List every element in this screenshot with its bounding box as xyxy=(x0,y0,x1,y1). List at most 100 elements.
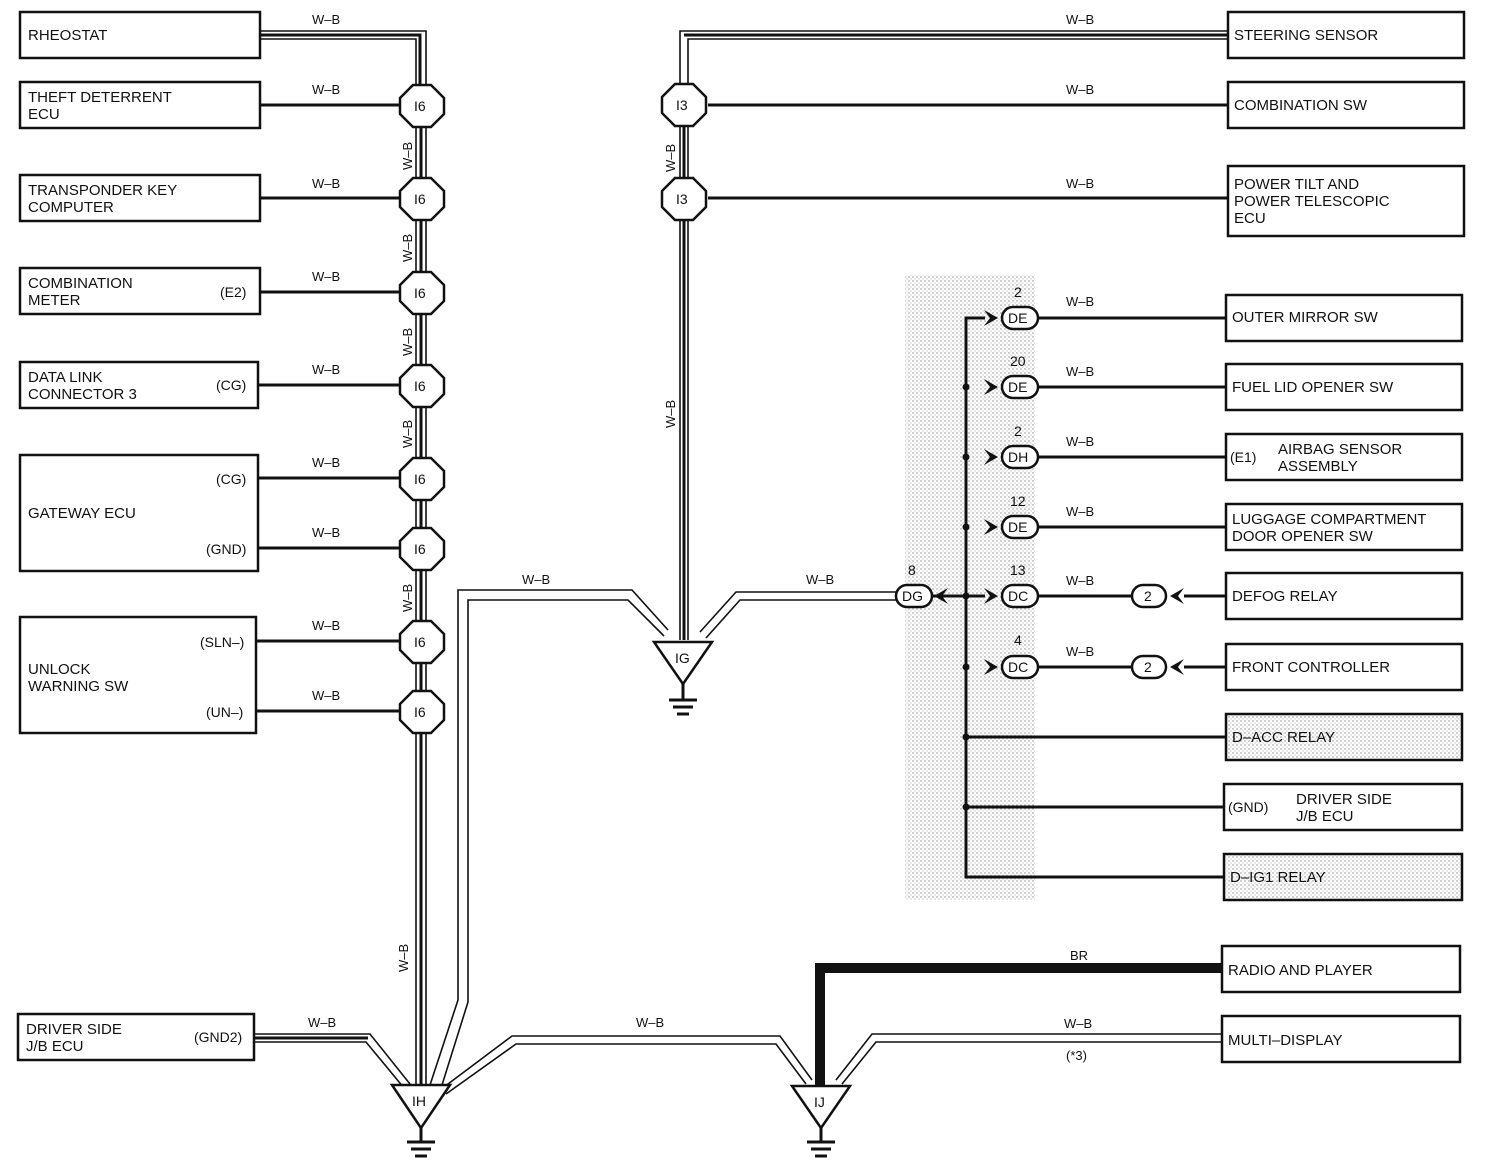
driver-jb-right-label-1: DRIVER SIDE xyxy=(1296,791,1392,808)
bus-i3-label-1: W–B xyxy=(663,144,678,172)
power-tilt-ecu-box xyxy=(1226,164,1466,238)
unlock-label-1: UNLOCK xyxy=(28,661,91,678)
wire-rheostat xyxy=(260,33,422,85)
connector-i6-5: I6 xyxy=(398,456,446,502)
defog-relay-box xyxy=(1224,571,1464,621)
wire-label-ih-ig: W–B xyxy=(522,572,550,587)
wire-label-gateway-cg: W–B xyxy=(312,455,340,470)
svg-text:I6: I6 xyxy=(414,378,426,394)
junction-dots xyxy=(962,383,970,811)
svg-text:I3: I3 xyxy=(676,191,688,207)
fuel-lid-label: FUEL LID OPENER SW xyxy=(1232,379,1394,396)
front-controller-label: FRONT CONTROLLER xyxy=(1232,659,1390,676)
wire-label-combsw: W–B xyxy=(1066,82,1094,97)
svg-text:DE: DE xyxy=(1008,519,1027,535)
svg-text:I6: I6 xyxy=(414,98,426,114)
connector-2-defog: 2 xyxy=(1130,583,1226,609)
ground-ih: IH xyxy=(389,1083,453,1158)
theft-deterrent-ecu-box xyxy=(18,80,262,130)
bus-i3-label-2: W–B xyxy=(663,400,678,428)
connector-i6-8: I6 xyxy=(398,689,446,735)
wire-label-defog: W–B xyxy=(1066,573,1094,588)
data-link-label-1: DATA LINK xyxy=(28,369,102,386)
combination-sw-label: COMBINATION SW xyxy=(1234,97,1368,114)
connector-dh-airbag: DH 2 xyxy=(984,423,1040,470)
wire-label-luggage: W–B xyxy=(1066,504,1094,519)
svg-text:IJ: IJ xyxy=(814,1094,825,1110)
combination-meter-label-1: COMBINATION xyxy=(28,275,133,292)
rheostat-box xyxy=(18,10,262,60)
svg-text:DE: DE xyxy=(1008,379,1027,395)
svg-text:4: 4 xyxy=(1014,632,1022,648)
connector-de-mirror: DE 2 xyxy=(984,284,1040,331)
connector-i6-4: I6 xyxy=(398,363,446,409)
svg-text:I3: I3 xyxy=(676,97,688,113)
svg-text:8: 8 xyxy=(908,562,916,578)
front-controller-box xyxy=(1224,642,1464,692)
data-link-pin: (CG) xyxy=(216,377,246,393)
bus-label-5: W–B xyxy=(400,584,415,612)
wire-label-ih-ij: W–B xyxy=(636,1015,664,1030)
unlock-warning-sw-box xyxy=(18,615,258,735)
wire-label-unlock-sln: W–B xyxy=(312,618,340,633)
airbag-label-2: ASSEMBLY xyxy=(1278,458,1358,475)
connector-i6-1: I6 xyxy=(398,83,446,129)
connector-i6-7: I6 xyxy=(398,619,446,665)
outer-mirror-label: OUTER MIRROR SW xyxy=(1232,309,1379,326)
combination-meter-label-2: METER xyxy=(28,292,81,309)
multi-display-note: (*3) xyxy=(1066,1048,1087,1063)
driver-jb-right-pin: (GND) xyxy=(1228,799,1268,815)
power-tilt-label-2: POWER TELESCOPIC xyxy=(1234,193,1390,210)
transponder-label-1: TRANSPONDER KEY xyxy=(28,182,177,199)
connector-i6-3: I6 xyxy=(398,270,446,316)
svg-text:IH: IH xyxy=(412,1093,426,1109)
wire-label-airbag: W–B xyxy=(1066,434,1094,449)
wire-ih-to-ig-outline xyxy=(429,589,669,1086)
data-link-label-2: CONNECTOR 3 xyxy=(28,386,137,403)
svg-text:DC: DC xyxy=(1008,588,1028,604)
wire-label-dlc: W–B xyxy=(312,362,340,377)
d-ig1-relay-label: D–IG1 RELAY xyxy=(1230,869,1326,886)
rheostat-label: RHEOSTAT xyxy=(28,27,107,44)
steering-sensor-box xyxy=(1226,10,1466,60)
svg-text:2: 2 xyxy=(1144,659,1152,675)
bus-label-4: W–B xyxy=(400,420,415,448)
defog-relay-label: DEFOG RELAY xyxy=(1232,588,1338,605)
radio-label: RADIO AND PLAYER xyxy=(1228,962,1373,979)
bus-label-3: W–B xyxy=(400,328,415,356)
gateway-pin-cg: (CG) xyxy=(216,471,246,487)
connector-i6-6: I6 xyxy=(398,526,446,572)
driver-side-jb-ecu-right-box xyxy=(1222,782,1464,832)
wire-label-driver-jb-left: W–B xyxy=(308,1015,336,1030)
connector-2-front: 2 xyxy=(1130,654,1226,680)
wire-label-dg-ig: W–B xyxy=(806,572,834,587)
svg-text:20: 20 xyxy=(1010,353,1026,369)
wire-label-steering: W–B xyxy=(1066,12,1094,27)
steering-sensor-label: STEERING SENSOR xyxy=(1234,27,1378,44)
wire-label-radio: BR xyxy=(1070,948,1088,963)
driver-jb-left-pin: (GND2) xyxy=(194,1029,242,1045)
driver-jb-left-label-2: J/B ECU xyxy=(26,1038,84,1055)
d-ig1-relay-box xyxy=(1222,852,1464,902)
combination-meter-pin: (E2) xyxy=(220,284,246,300)
fuel-lid-opener-sw-box xyxy=(1224,362,1464,412)
wire-label-front: W–B xyxy=(1066,644,1094,659)
svg-text:2: 2 xyxy=(1014,284,1022,300)
unlock-label-2: WARNING SW xyxy=(28,678,129,695)
wire-driver-jb-to-ih xyxy=(254,1033,411,1089)
wire-label-fuel: W–B xyxy=(1066,364,1094,379)
wire-label-combmeter: W–B xyxy=(312,269,340,284)
combination-sw-box xyxy=(1226,80,1466,130)
theft-deterrent-label-2: ECU xyxy=(28,106,60,123)
gateway-ecu-label: GATEWAY ECU xyxy=(28,505,136,522)
luggage-label-1: LUGGAGE COMPARTMENT xyxy=(1232,511,1426,528)
outer-mirror-sw-box xyxy=(1224,293,1464,343)
svg-text:I6: I6 xyxy=(414,471,426,487)
connector-i6-2: I6 xyxy=(398,176,446,222)
wire-rheostat-outline xyxy=(260,30,427,85)
bus-label-1: W–B xyxy=(400,142,415,170)
connector-dg: DG 8 xyxy=(894,562,948,609)
connector-i3-1: I3 xyxy=(660,82,708,128)
radio-and-player-box xyxy=(1220,944,1462,994)
